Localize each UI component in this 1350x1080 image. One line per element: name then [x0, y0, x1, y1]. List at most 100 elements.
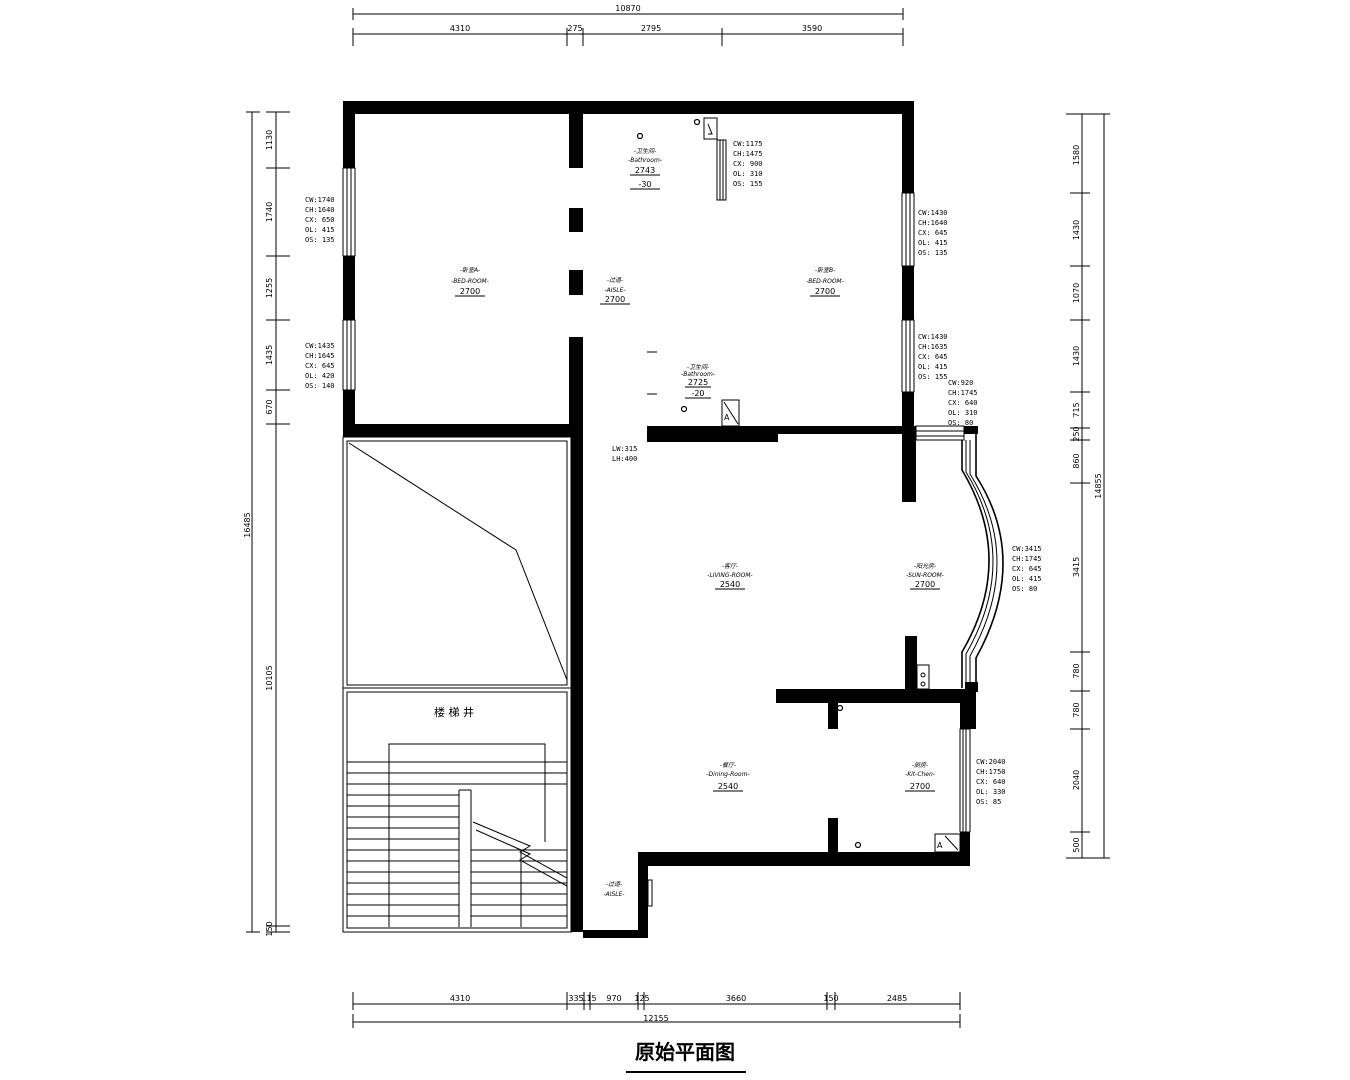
dim-right-1: 1580 — [1072, 145, 1081, 165]
svg-text:-餐厅-: -餐厅- — [720, 761, 736, 769]
dim-left-1: 1130 — [265, 130, 274, 150]
dim-right-8: 3415 — [1072, 557, 1081, 577]
svg-text:CW:1175: CW:1175 — [733, 140, 763, 148]
svg-text:-厨房-: -厨房- — [912, 761, 928, 769]
dim-bottom-4: 970 — [606, 994, 621, 1003]
stairwell: 楼 梯 井 — [342, 436, 572, 933]
dim-bottom-6: 3660 — [726, 994, 746, 1003]
dim-left-5: 670 — [265, 399, 274, 414]
floor-drain-icon — [854, 841, 862, 849]
svg-text:CH:1475: CH:1475 — [733, 150, 763, 158]
svg-text:2700: 2700 — [815, 287, 835, 296]
top-dimension-chain: 10870 4310 275 2795 3590 — [352, 4, 904, 46]
drawing-title: 原始平面图 — [635, 1040, 735, 1064]
svg-text:-过道-: -过道- — [606, 880, 622, 888]
svg-text:OS: 155: OS: 155 — [733, 180, 763, 188]
svg-text:CH:1745: CH:1745 — [1012, 555, 1042, 563]
window-spec-bay: CW:3415 CH:1745 CX: 645 OL: 415 OS: 80 — [1012, 545, 1042, 593]
svg-text:-卫生间-: -卫生间- — [687, 363, 709, 371]
window-spec-top-bath: CW:1175 CH:1475 CX: 900 OL: 310 OS: 155 — [733, 140, 763, 188]
svg-text:OL: 415: OL: 415 — [918, 363, 948, 371]
svg-text:OL: 310: OL: 310 — [948, 409, 978, 417]
svg-text:2725: 2725 — [688, 378, 708, 387]
dim-top-3: 2795 — [641, 24, 661, 33]
left-dimension-chain: 16485 1130 1740 1255 1435 670 10105 150 — [243, 111, 290, 937]
svg-text:-过道-: -过道- — [607, 276, 623, 284]
dim-top-1: 4310 — [450, 24, 470, 33]
dim-right-10: 780 — [1072, 702, 1081, 717]
dim-right-12: 500 — [1072, 837, 1081, 852]
dim-bottom-3: 115 — [581, 994, 596, 1003]
svg-text:CX: 645: CX: 645 — [1012, 565, 1042, 573]
svg-text:CH:1635: CH:1635 — [918, 343, 948, 351]
room-label-bedroom-left: -卧室A- -BED-ROOM- 2700 — [451, 266, 489, 297]
svg-text:2540: 2540 — [718, 782, 738, 791]
room-label-dining-room: -餐厅- -Dining-Room- 2540 — [706, 761, 750, 792]
svg-text:LH:400: LH:400 — [612, 455, 637, 463]
flue-shaft-icon — [703, 117, 718, 140]
floor-drain-icon — [680, 405, 688, 413]
window-spec-left-bottom: CW:1435 CH:1645 CX: 645 OL: 420 OS: 140 — [305, 342, 335, 390]
svg-text:OL: 420: OL: 420 — [305, 372, 335, 380]
svg-text:2700: 2700 — [915, 580, 935, 589]
utility-box-icon — [916, 664, 930, 690]
svg-text:-Kit-Chen-: -Kit-Chen- — [905, 771, 935, 778]
svg-text:-卧室A-: -卧室A- — [460, 266, 480, 274]
floor-drain-icon — [836, 704, 844, 712]
room-label-aisle-upper: -过道- -AISLE- 2700 — [600, 276, 630, 305]
svg-text:CW:1740: CW:1740 — [305, 196, 335, 204]
svg-text:2700: 2700 — [460, 287, 480, 296]
svg-text:OL: 310: OL: 310 — [733, 170, 763, 178]
svg-text:CX: 640: CX: 640 — [948, 399, 978, 407]
title-underline — [626, 1071, 746, 1073]
dim-bottom-2: 335 — [568, 994, 583, 1003]
dim-bottom-1: 4310 — [450, 994, 470, 1003]
svg-text:CH:1640: CH:1640 — [305, 206, 335, 214]
svg-text:OL: 330: OL: 330 — [976, 788, 1006, 796]
beam-note: LW:315 LH:400 — [612, 445, 637, 463]
svg-text:2540: 2540 — [720, 580, 740, 589]
bottom-dimension-chain: 4310 335 115 970 125 3660 150 2485 12155 — [352, 992, 961, 1028]
svg-text:CX: 900: CX: 900 — [733, 160, 763, 168]
svg-text:CX: 645: CX: 645 — [305, 362, 335, 370]
flue-shaft-icon: A — [721, 399, 740, 427]
svg-text:OS: 155: OS: 155 — [918, 373, 948, 381]
svg-text:OS: 80: OS: 80 — [948, 419, 973, 427]
room-outlines — [355, 114, 902, 426]
floor-drain-icon — [693, 118, 701, 126]
svg-text:CW:1435: CW:1435 — [305, 342, 335, 350]
floor-plan-drawing: 10870 4310 275 2795 3590 16485 1130 1740… — [243, 4, 1110, 1028]
window-spec-right-mid: CW:1430 CH:1635 CX: 645 OL: 415 OS: 155 — [918, 333, 948, 381]
dim-right-3: 1070 — [1072, 283, 1081, 303]
dim-left-lower: 10105 — [265, 665, 274, 690]
room-label-living-room: -客厅- -LIVING-ROOM- 2540 — [707, 562, 753, 590]
svg-text:-AISLE-: -AISLE- — [603, 891, 624, 898]
svg-text:-卧室B-: -卧室B- — [815, 266, 835, 274]
svg-text:A: A — [724, 413, 730, 422]
svg-text:-客厅-: -客厅- — [722, 562, 738, 570]
svg-text:2700: 2700 — [910, 782, 930, 791]
svg-text:OS: 85: OS: 85 — [976, 798, 1001, 806]
dim-right-total: 14855 — [1094, 473, 1103, 498]
svg-text:OS: 135: OS: 135 — [305, 236, 335, 244]
stairwell-label: 楼 梯 井 — [434, 705, 474, 719]
floor-drain-icon — [636, 132, 644, 140]
svg-text:CH:1645: CH:1645 — [305, 352, 335, 360]
dim-right-2: 1430 — [1072, 220, 1081, 240]
svg-text:2700: 2700 — [605, 295, 625, 304]
svg-text:LW:315: LW:315 — [612, 445, 637, 453]
window-specs: CW:1740 CH:1640 CX: 650 OL: 415 OS: 135 … — [305, 140, 1042, 806]
svg-text:CH:1750: CH:1750 — [976, 768, 1006, 776]
svg-text:CH:1745: CH:1745 — [948, 389, 978, 397]
svg-text:OS: 80: OS: 80 — [1012, 585, 1037, 593]
fixture-symbols: A A — [636, 117, 961, 907]
dim-bottom-total: 12155 — [643, 1014, 668, 1023]
dim-top-total: 10870 — [615, 4, 640, 13]
svg-text:CW:3415: CW:3415 — [1012, 545, 1042, 553]
room-label-bathroom-mid: -卫生间- -Bathroom- 2725 -20 — [681, 363, 715, 399]
svg-text:OL: 415: OL: 415 — [918, 239, 948, 247]
window-spec-right-small: CW:920 CH:1745 CX: 640 OL: 310 OS: 80 — [948, 379, 978, 427]
dim-top-4: 3590 — [802, 24, 822, 33]
svg-text:CX: 650: CX: 650 — [305, 216, 335, 224]
svg-text:2743: 2743 — [635, 166, 655, 175]
